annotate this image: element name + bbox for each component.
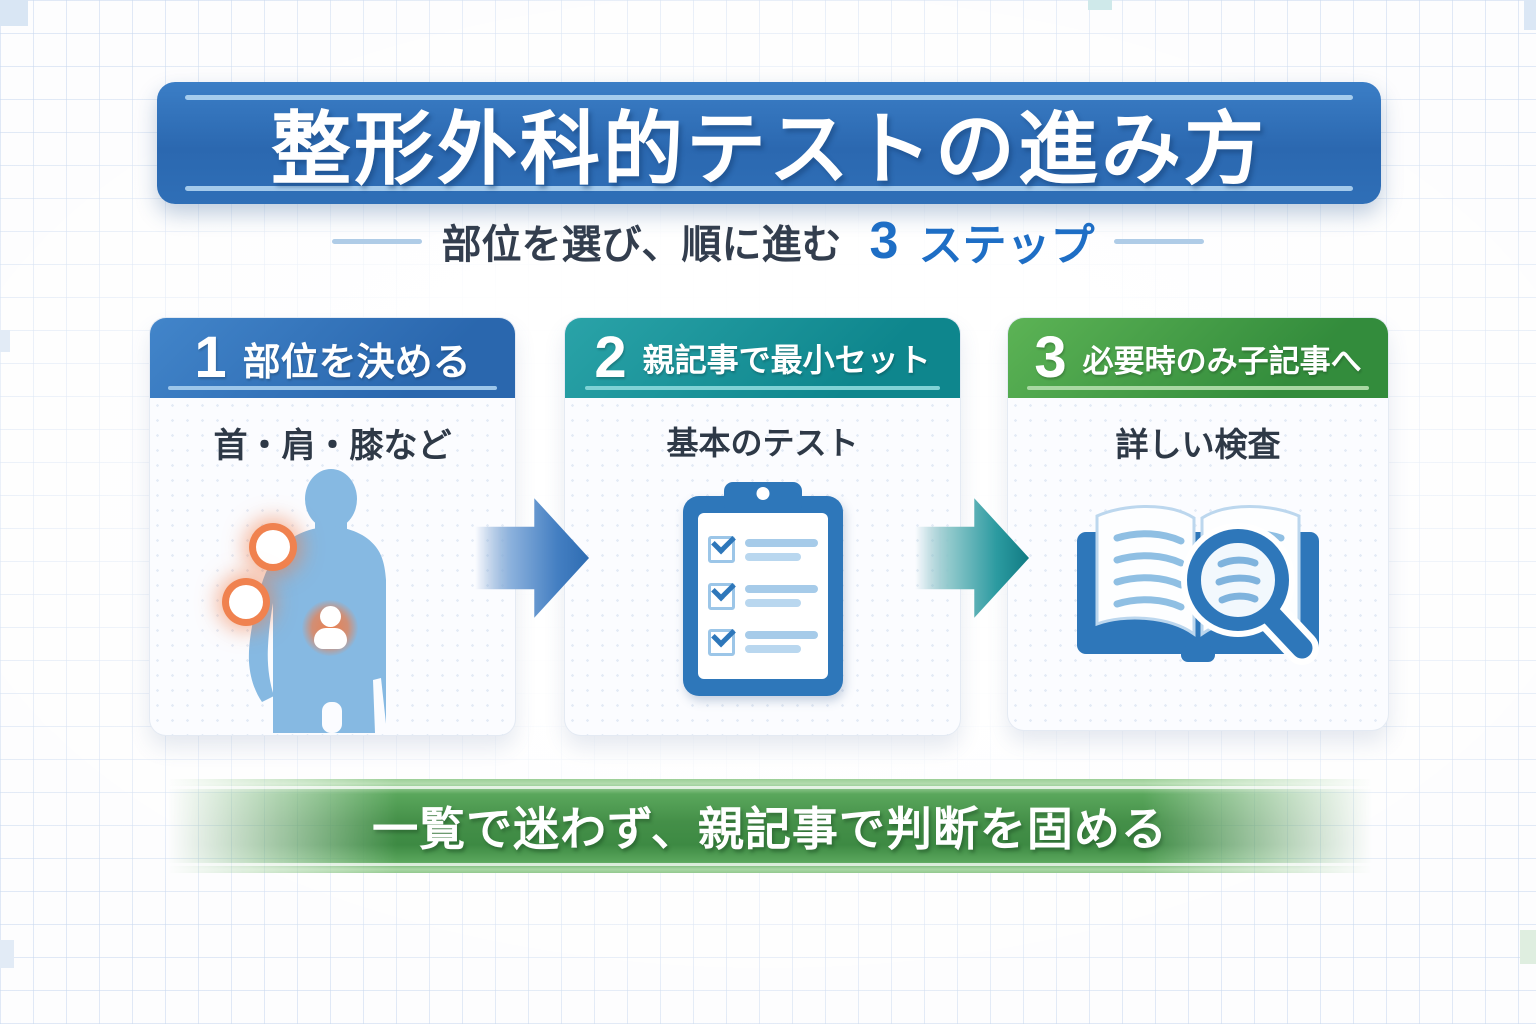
subtitle-dash-right [1114,238,1205,244]
elbow-hotspot [228,585,263,619]
hip-hotspot-person-icon [319,606,341,627]
step-3-caption: 詳しい検査 [1115,426,1281,463]
corner-accent [1088,0,1112,10]
clipboard-paper [697,513,828,679]
step-3-header-underline [1027,386,1369,390]
banner-highlight-line-top [185,95,1353,100]
step-card-1: 1 部位を決める 首・肩・膝など [150,318,515,735]
step-1-header: 1 部位を決める [150,318,515,398]
step-card-3: 3 必要時のみ子記事へ 詳しい検査 [1008,318,1388,730]
step-3-heading: 必要時のみ子記事へ [1082,343,1362,379]
shoulder-hotspot [255,530,290,564]
title-banner: 整形外科的テストの進み方 [157,82,1381,204]
banner-highlight-line-bottom [185,186,1353,191]
book-magnifier-icon [1069,496,1327,686]
step-3-header: 3 必要時のみ子記事へ [1008,318,1388,398]
subtitle-accent-text: ステップ [918,221,1095,270]
step-2-body: 基本のテスト [565,398,960,735]
checkbox-checked-icon [707,628,735,656]
footer-text: 一覧で迷わず、親記事で判断を固める [372,803,1168,855]
checklist-row [707,628,818,656]
step-1-caption: 首・肩・膝など [213,427,452,465]
step-2-number: 2 [594,325,627,390]
step-2-header: 2 親記事で最小セット [565,318,960,398]
subtitle-text: 部位を選び、順に進む [441,223,842,267]
corner-accent [1524,0,1536,30]
step-card-2: 2 親記事で最小セット 基本のテスト [565,318,960,735]
step-3-body: 詳しい検査 [1008,398,1388,730]
footer-banner: 一覧で迷わず、親記事で判断を固める [168,779,1372,873]
step-1-number: 1 [194,325,227,390]
corner-accent [0,0,28,26]
step-3-number: 3 [1034,325,1067,390]
page-title: 整形外科的テストの進み方 [271,105,1267,194]
clipboard-clip [723,482,802,514]
step-2-heading: 親記事で最小セット [642,342,931,378]
corner-accent [1520,930,1536,964]
checkbox-checked-icon [707,536,735,564]
subtitle: 部位を選び、順に進む 3 ステップ [0,212,1536,270]
hip-hotspot [301,600,358,656]
step-1-header-underline [168,386,497,390]
clipboard-checklist-icon [682,482,843,696]
subtitle-accent-number: 3 [869,212,899,270]
checklist-row [707,582,818,610]
subtitle-dash-left [331,238,422,244]
step-2-header-underline [584,386,941,390]
step-1-body: 首・肩・膝など [150,398,515,735]
checklist-row [707,536,818,564]
step-2-caption: 基本のテスト [666,425,859,461]
body-pain-points-icon [218,468,448,733]
checkbox-checked-icon [707,582,735,610]
corner-accent [0,940,14,968]
corner-accent [0,330,10,352]
step-1-heading: 部位を決める [242,341,471,384]
